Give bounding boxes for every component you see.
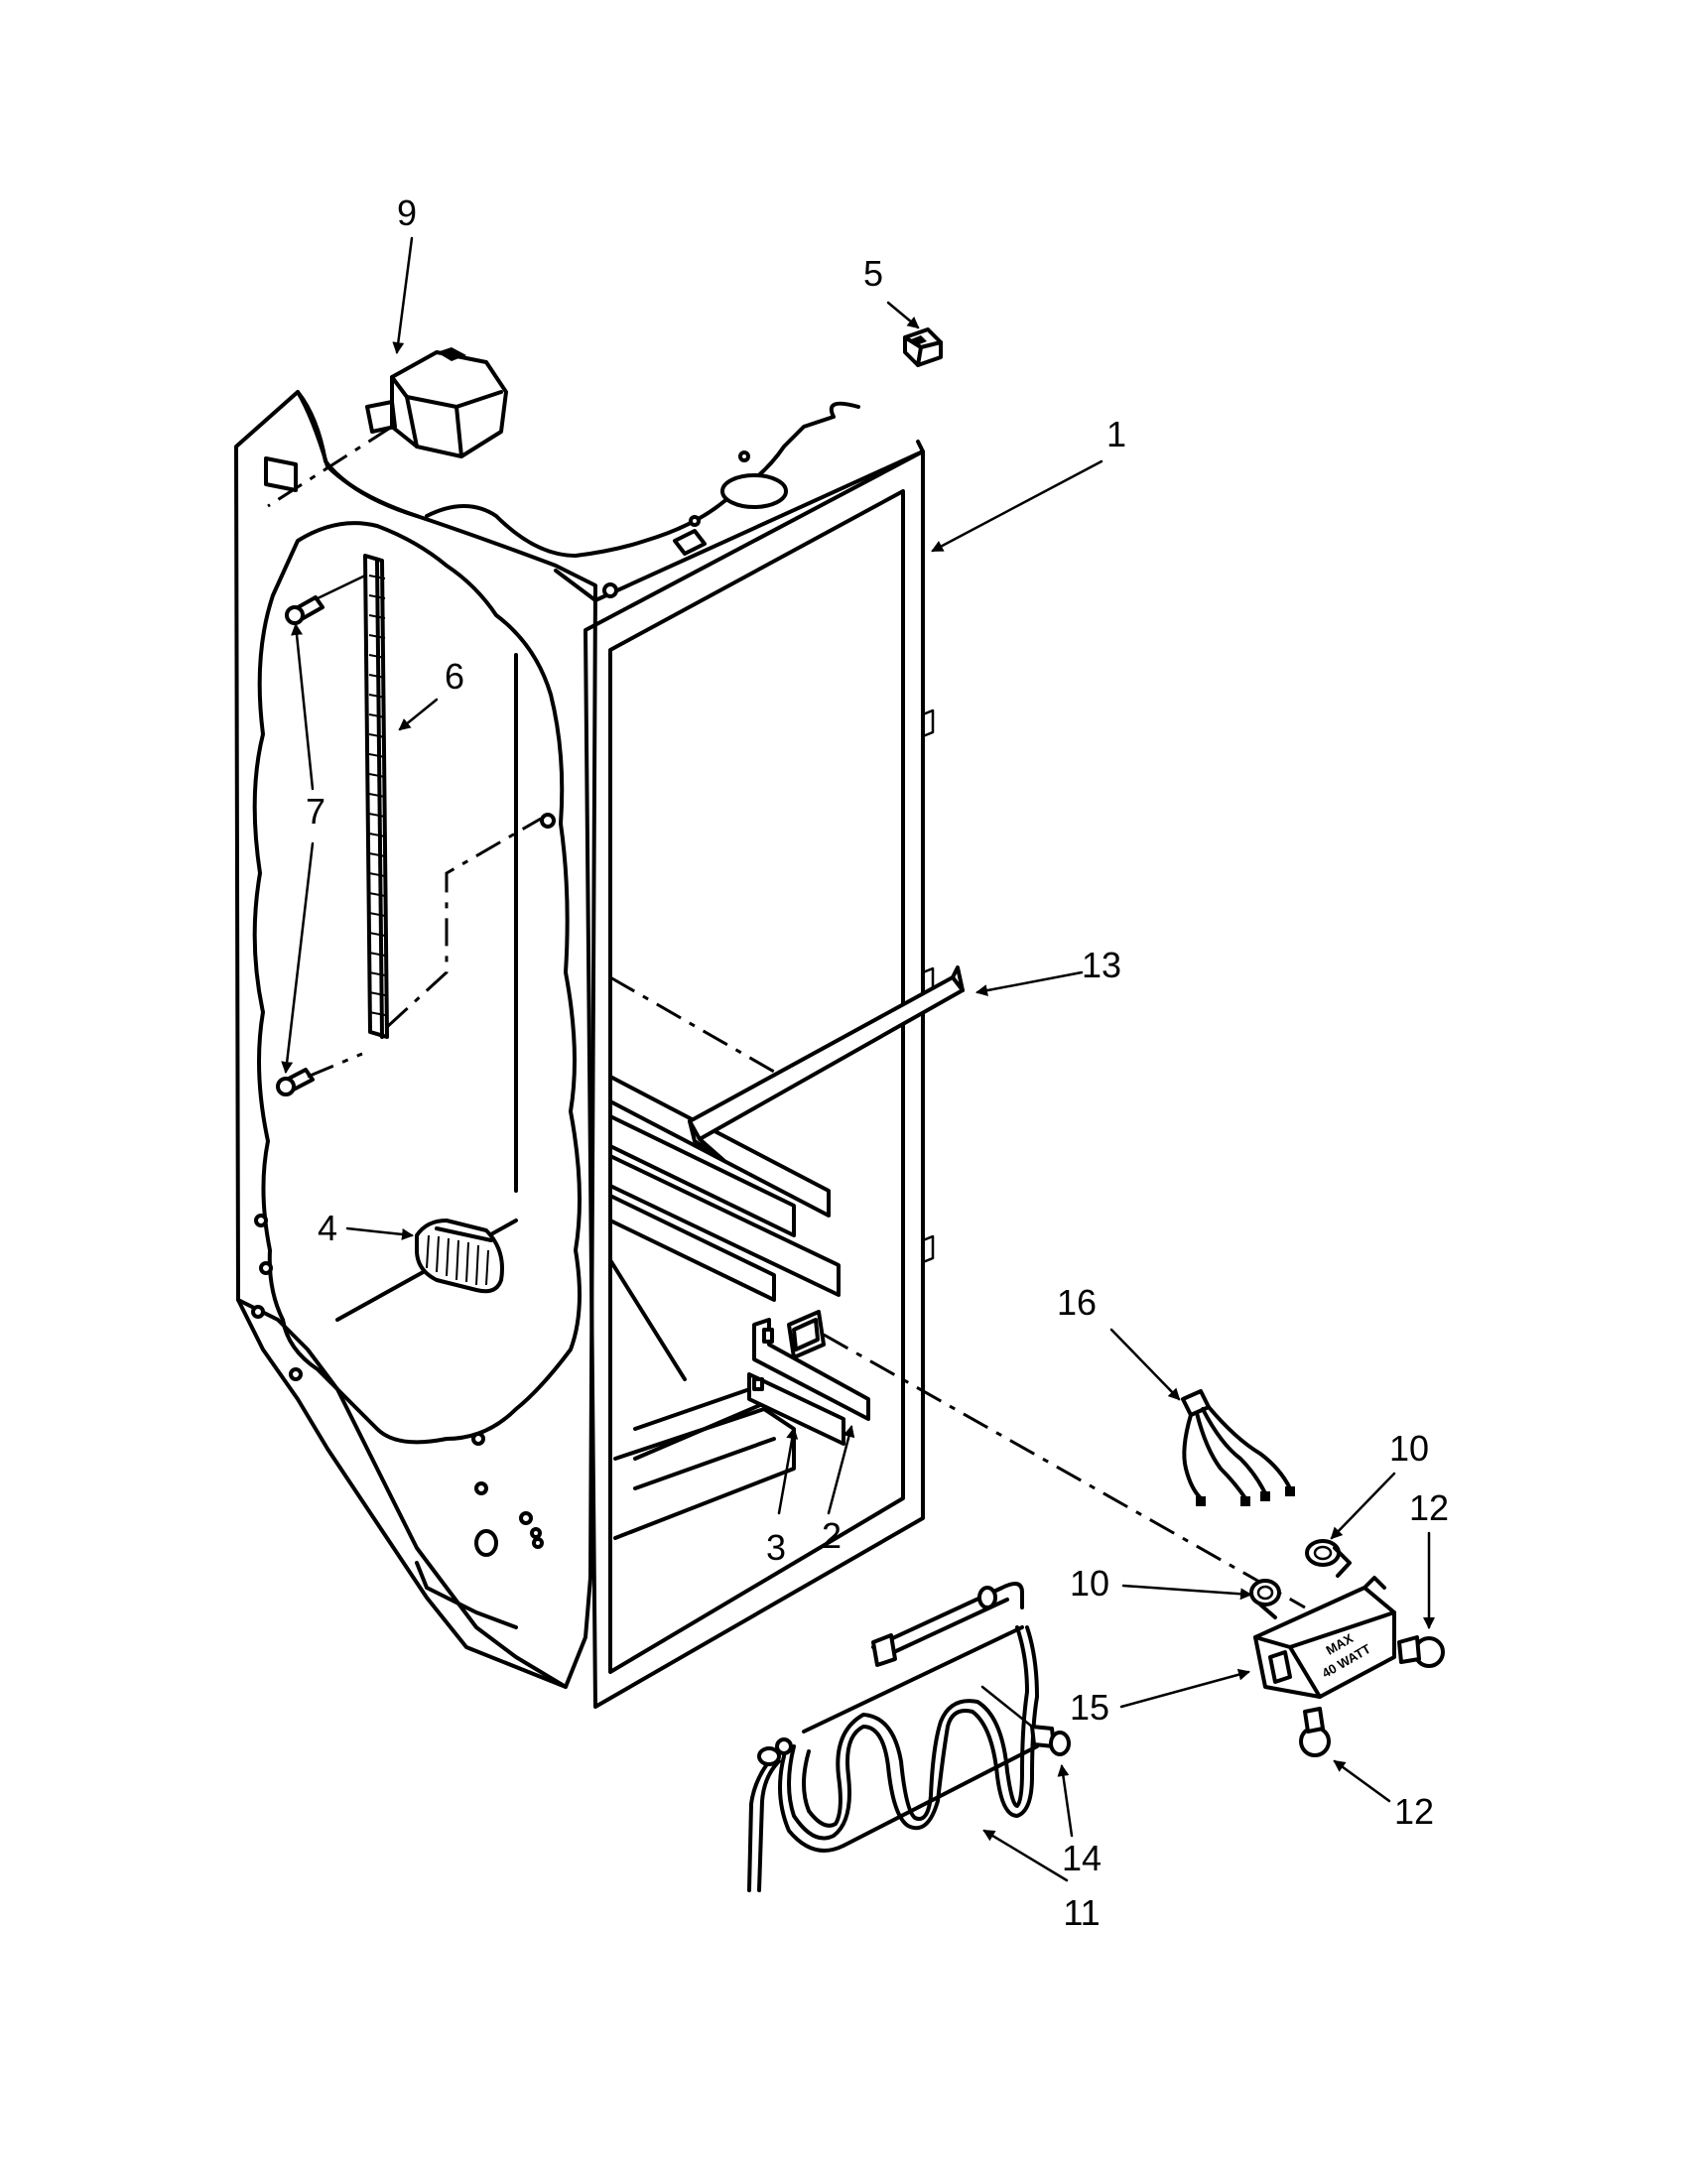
callout-14: 14 <box>1062 1838 1102 1878</box>
coil-screw[interactable] <box>980 1685 1071 1756</box>
callout-leader-lines <box>281 236 1435 1882</box>
callout-12-upper: 12 <box>1409 1487 1449 1528</box>
screw-right[interactable] <box>1397 1635 1445 1668</box>
callout-10-upper: 10 <box>1389 1428 1429 1469</box>
liner-interior-ribs <box>608 1075 841 1540</box>
callout-13: 13 <box>1082 945 1121 985</box>
screw-lower[interactable] <box>276 1052 363 1096</box>
callout-1: 1 <box>1106 414 1126 454</box>
callout-7: 7 <box>306 791 325 832</box>
wire-nut-lower[interactable] <box>1249 1579 1281 1619</box>
drain-bracket-small[interactable] <box>752 1318 870 1421</box>
callout-2: 2 <box>822 1515 842 1556</box>
control-housing[interactable] <box>267 347 508 508</box>
shelf-bracket[interactable] <box>609 965 965 1163</box>
clip[interactable] <box>903 327 943 367</box>
screw-upper[interactable] <box>285 574 367 625</box>
callout-12-lower: 12 <box>1394 1791 1434 1832</box>
callout-4: 4 <box>318 1208 337 1248</box>
shelf-ladder[interactable] <box>363 554 556 1039</box>
screw-bottom[interactable] <box>1299 1707 1331 1757</box>
callout-numbers: 9 5 1 6 7 4 13 16 10 12 2 3 10 15 12 14 … <box>306 193 1449 1933</box>
callout-9: 9 <box>397 193 417 233</box>
wire-nut-upper[interactable] <box>1305 1539 1352 1578</box>
callout-11: 11 <box>1063 1892 1100 1933</box>
callout-5: 5 <box>863 253 883 294</box>
heater-cover[interactable]: MAX 40 WATT <box>1253 1576 1396 1699</box>
callout-16: 16 <box>1057 1282 1097 1323</box>
callout-6: 6 <box>445 656 464 697</box>
vent-grille[interactable] <box>415 1219 504 1294</box>
callout-3: 3 <box>766 1527 786 1568</box>
callout-10-lower: 10 <box>1070 1563 1109 1604</box>
drain-bracket-large[interactable] <box>747 1310 845 1446</box>
callout-15: 15 <box>1070 1687 1109 1728</box>
wire-harness[interactable] <box>1181 1389 1295 1506</box>
defrost-heater-coil[interactable] <box>747 1582 1039 1892</box>
